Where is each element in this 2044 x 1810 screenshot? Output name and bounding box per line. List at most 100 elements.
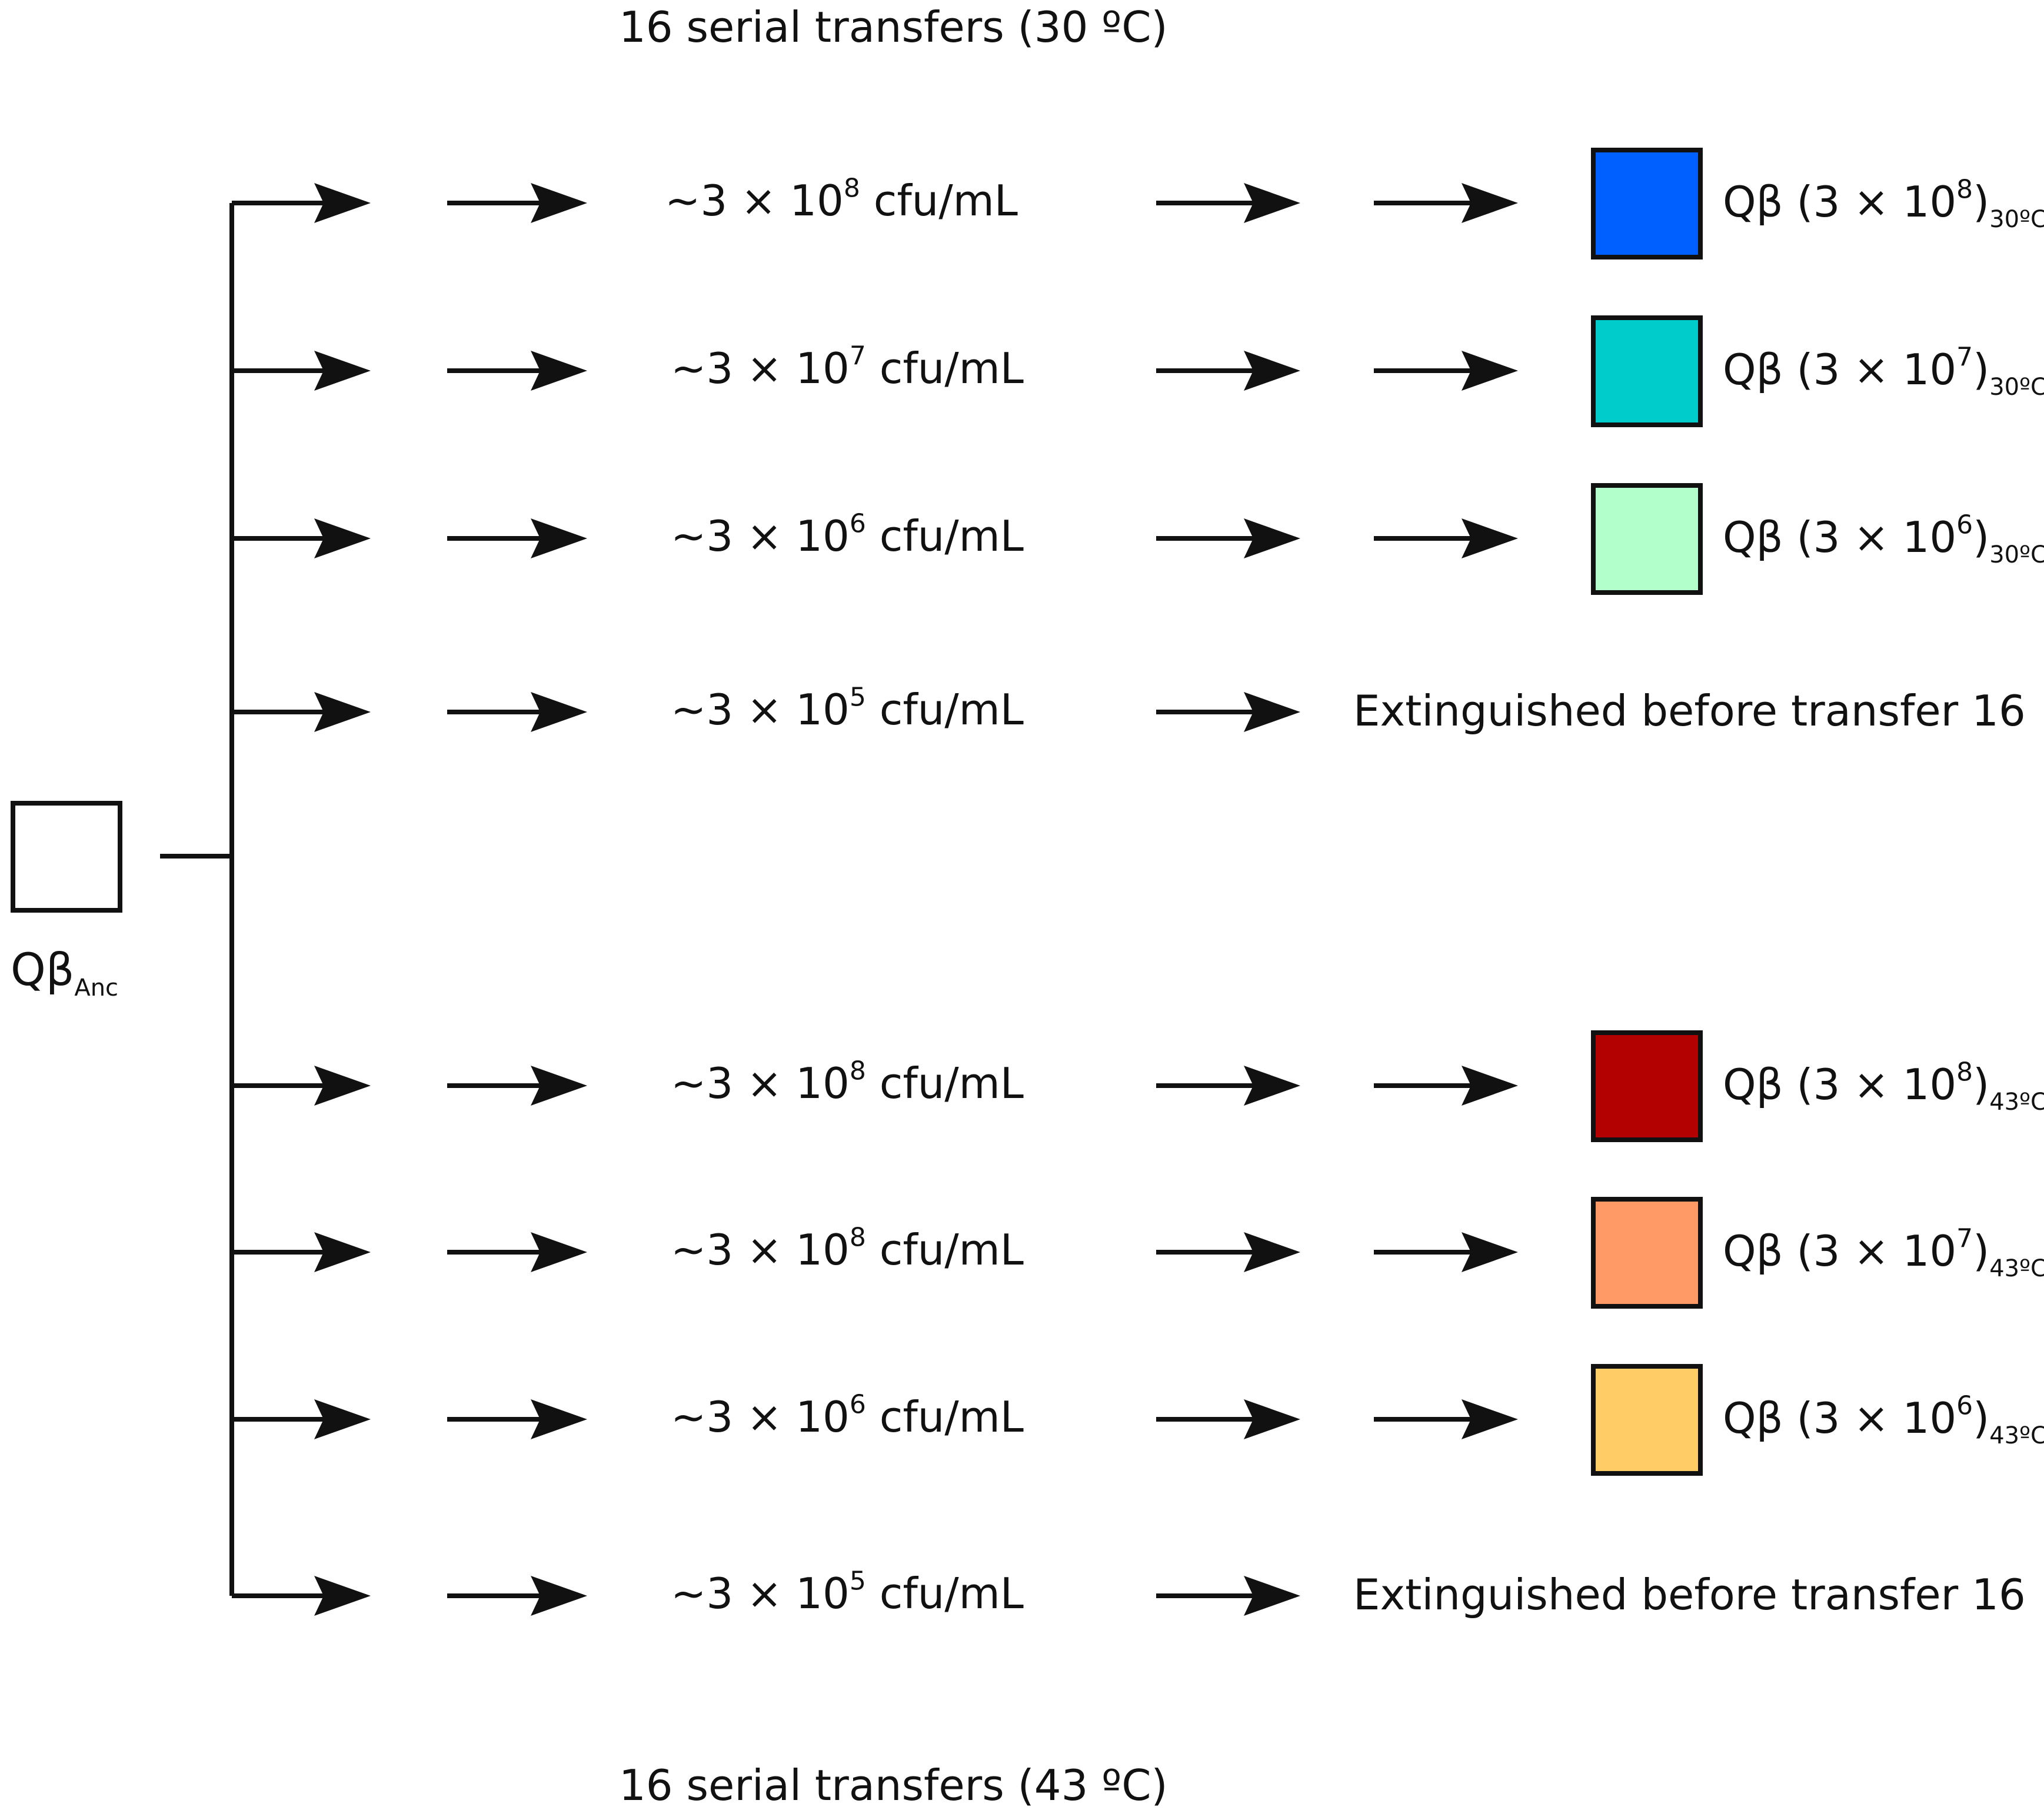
size-prefix: ~3 × 10 [671,1392,850,1442]
result-temperature: 30ºC [1989,374,2044,401]
population-size-label: ~3 × 108 cfu/mL [671,1058,1024,1104]
transfer-arrow [1156,1066,1300,1106]
size-exponent: 6 [849,508,866,539]
size-unit: cfu/mL [860,176,1018,225]
size-unit: cfu/mL [865,685,1024,734]
transfer-arrow [447,518,587,558]
transfer-arrow [1156,1399,1300,1439]
size-prefix: ~3 × 10 [671,1059,850,1108]
extinction-label: Extinguished before transfer 16 [1353,690,2026,732]
branch-arrow [232,518,371,558]
extinction-label: Extinguished before transfer 16 [1353,1573,2026,1616]
transfer-arrow [1156,183,1300,223]
branch-arrow [232,692,371,732]
result-exponent: 8 [1956,1057,1973,1087]
transfer-arrow [1374,1399,1518,1439]
result-temperature: 30ºC [1989,541,2044,568]
size-unit: cfu/mL [865,344,1024,393]
size-prefix: ~3 × 10 [665,176,844,225]
size-prefix: ~3 × 10 [671,1225,850,1275]
size-exponent: 8 [843,173,860,204]
transfer-arrow [1374,518,1518,558]
size-prefix: ~3 × 10 [671,344,850,393]
extinction-text: Extinguished before transfer 16 [1353,686,2026,736]
size-unit: cfu/mL [865,1225,1024,1275]
ancestor-name: Qβ [11,943,75,996]
ancestor-sub: Anc [74,974,119,1002]
transfer-arrow [447,1066,587,1106]
transfer-arrow [1156,1576,1300,1616]
size-exponent: 8 [849,1056,866,1086]
evolved-population-label: Qβ (3 × 108)43ºC [1723,1059,2044,1114]
transfer-arrow [1156,1232,1300,1272]
result-temperature: 43ºC [1989,1089,2044,1116]
result-close: ) [1973,177,1990,227]
ancestor-box [11,801,122,913]
result-main: Qβ (3 × 10 [1723,513,1957,562]
population-size-label: ~3 × 107 cfu/mL [671,343,1024,393]
size-unit: cfu/mL [865,1569,1024,1618]
result-close: ) [1973,1060,1990,1109]
evolved-population-label: Qβ (3 × 106)43ºC [1723,1393,2044,1448]
transfer-arrow [1374,351,1518,391]
result-close: ) [1973,513,1990,562]
evolved-population-label: Qβ (3 × 106)30ºC [1723,512,2044,567]
result-main: Qβ (3 × 10 [1723,1226,1957,1276]
transfer-arrow [447,1576,587,1616]
result-main: Qβ (3 × 10 [1723,1060,1957,1109]
branch-arrow [232,1232,371,1272]
branch-arrow [232,351,371,391]
branch-arrow [232,1066,371,1106]
size-exponent: 8 [849,1222,866,1253]
transfer-arrow [1374,183,1518,223]
ancestor-label: QβAnc [11,947,118,1000]
transfer-arrow [1374,1232,1518,1272]
size-exponent: 5 [849,682,866,713]
size-unit: cfu/mL [865,1059,1024,1108]
result-temperature: 43ºC [1989,1422,2044,1449]
result-close: ) [1973,1393,1990,1443]
population-color-square [1591,1364,1703,1476]
transfer-arrow [447,351,587,391]
result-main: Qβ (3 × 10 [1723,1393,1957,1443]
size-prefix: ~3 × 10 [671,511,850,561]
size-unit: cfu/mL [865,511,1024,561]
extinction-text: Extinguished before transfer 16 [1353,1570,2026,1619]
transfer-arrow [447,1399,587,1439]
evolved-population-label: Qβ (3 × 108)30ºC [1723,177,2044,231]
result-main: Qβ (3 × 10 [1723,345,1957,394]
result-exponent: 6 [1956,1390,1973,1421]
population-size-label: ~3 × 108 cfu/mL [665,175,1018,225]
result-exponent: 7 [1956,342,1973,372]
transfer-arrow [1374,1066,1518,1106]
result-exponent: 8 [1956,174,1973,205]
transfer-arrow [447,183,587,223]
transfer-arrow [447,692,587,732]
result-close: ) [1973,345,1990,394]
branch-arrow [232,1576,371,1616]
population-size-label: ~3 × 106 cfu/mL [671,511,1024,557]
size-exponent: 7 [849,341,866,371]
result-temperature: 30ºC [1989,206,2044,233]
evolved-population-label: Qβ (3 × 107)30ºC [1723,344,2044,399]
size-prefix: ~3 × 10 [671,1569,850,1618]
size-exponent: 6 [849,1389,866,1420]
result-exponent: 7 [1956,1223,1973,1254]
transfer-arrow [1156,351,1300,391]
population-size-label: ~3 × 108 cfu/mL [671,1225,1024,1271]
result-exponent: 6 [1956,510,1973,540]
population-color-square [1591,315,1703,427]
population-color-square [1591,483,1703,595]
size-prefix: ~3 × 10 [671,685,850,734]
evolved-population-label: Qβ (3 × 107)43ºC [1723,1226,2044,1280]
size-unit: cfu/mL [865,1392,1024,1442]
transfer-arrow [1156,692,1300,732]
population-color-square [1591,1197,1703,1309]
population-size-label: ~3 × 105 cfu/mL [671,684,1024,734]
branch-arrow [232,183,371,223]
transfer-arrow [1156,518,1300,558]
population-color-square [1591,148,1703,259]
population-size-label: ~3 × 106 cfu/mL [671,1392,1024,1438]
